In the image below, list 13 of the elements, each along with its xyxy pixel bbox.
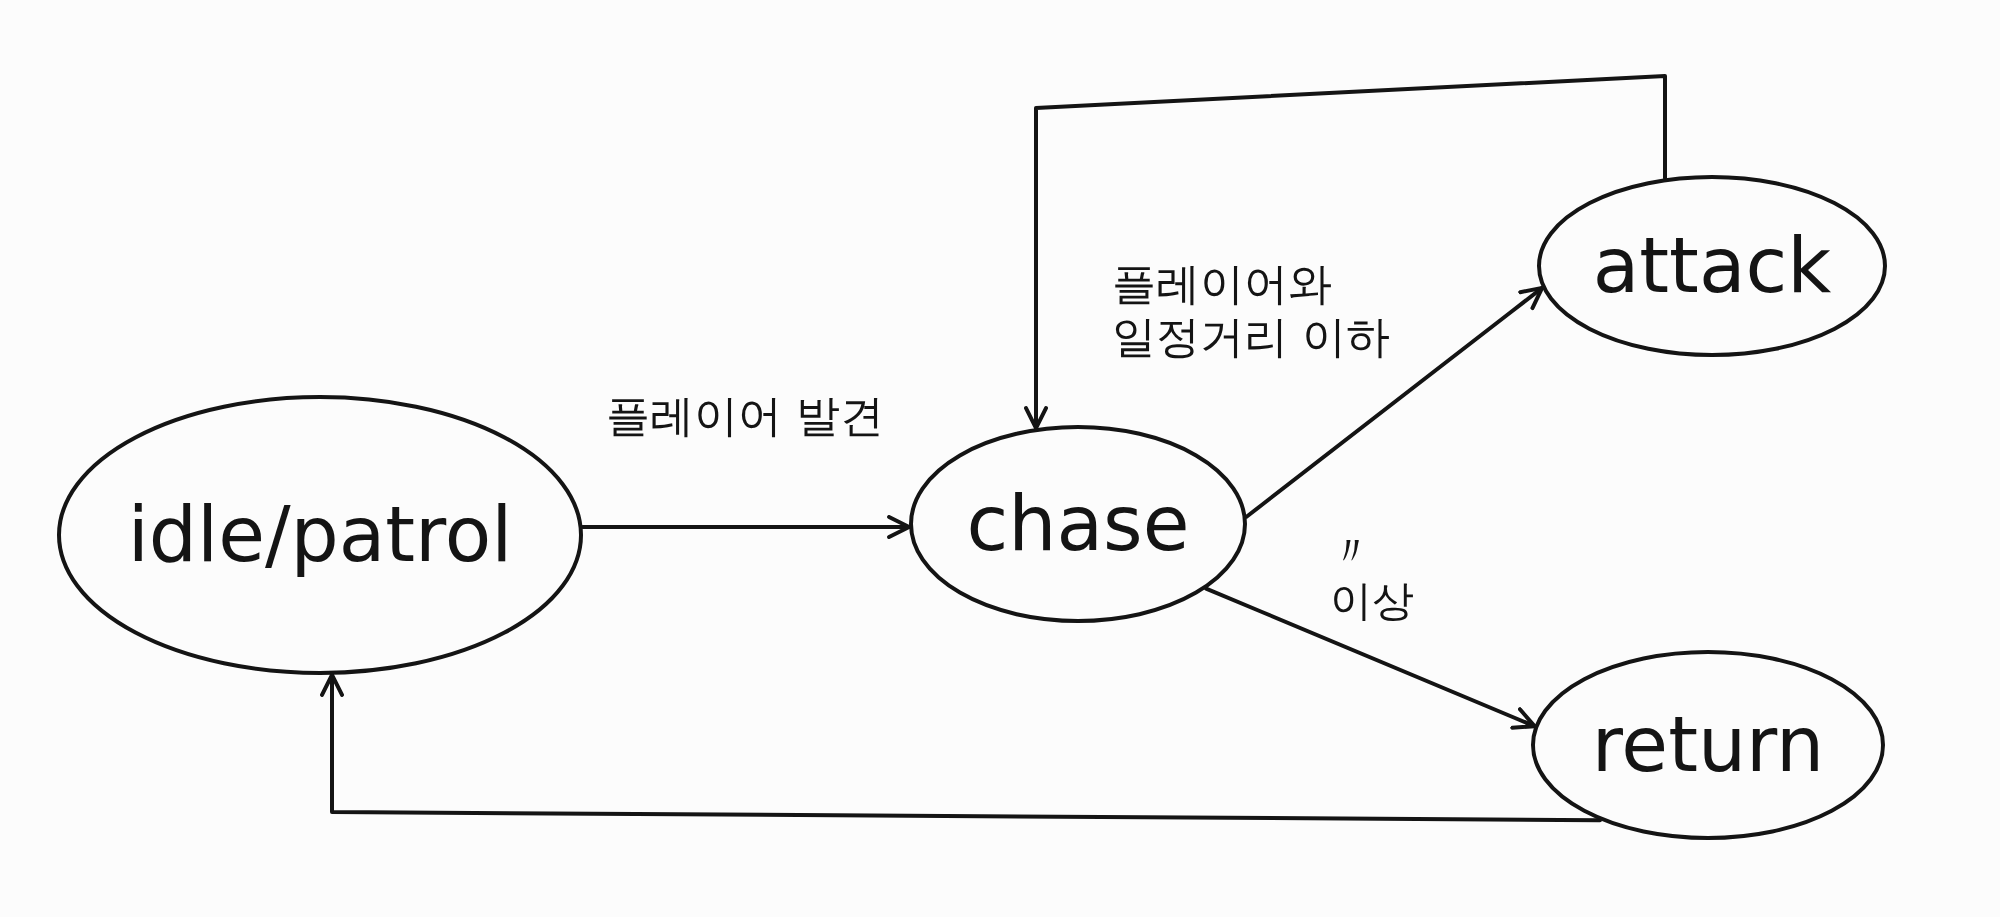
state-ellipse (1537, 175, 1887, 357)
arrow (1024, 74, 1667, 431)
arrow (1244, 285, 1545, 519)
state-name: return (1591, 703, 1825, 787)
state-ellipse (909, 425, 1247, 623)
arrow (320, 672, 1602, 823)
state-ellipse (57, 395, 583, 675)
state-name: attack (1592, 224, 1832, 308)
state-ellipse (1531, 650, 1885, 840)
arrow (580, 515, 912, 539)
state-name: idle/patrol (127, 493, 513, 577)
state-name: chase (966, 482, 1190, 566)
arrow (1204, 586, 1537, 730)
